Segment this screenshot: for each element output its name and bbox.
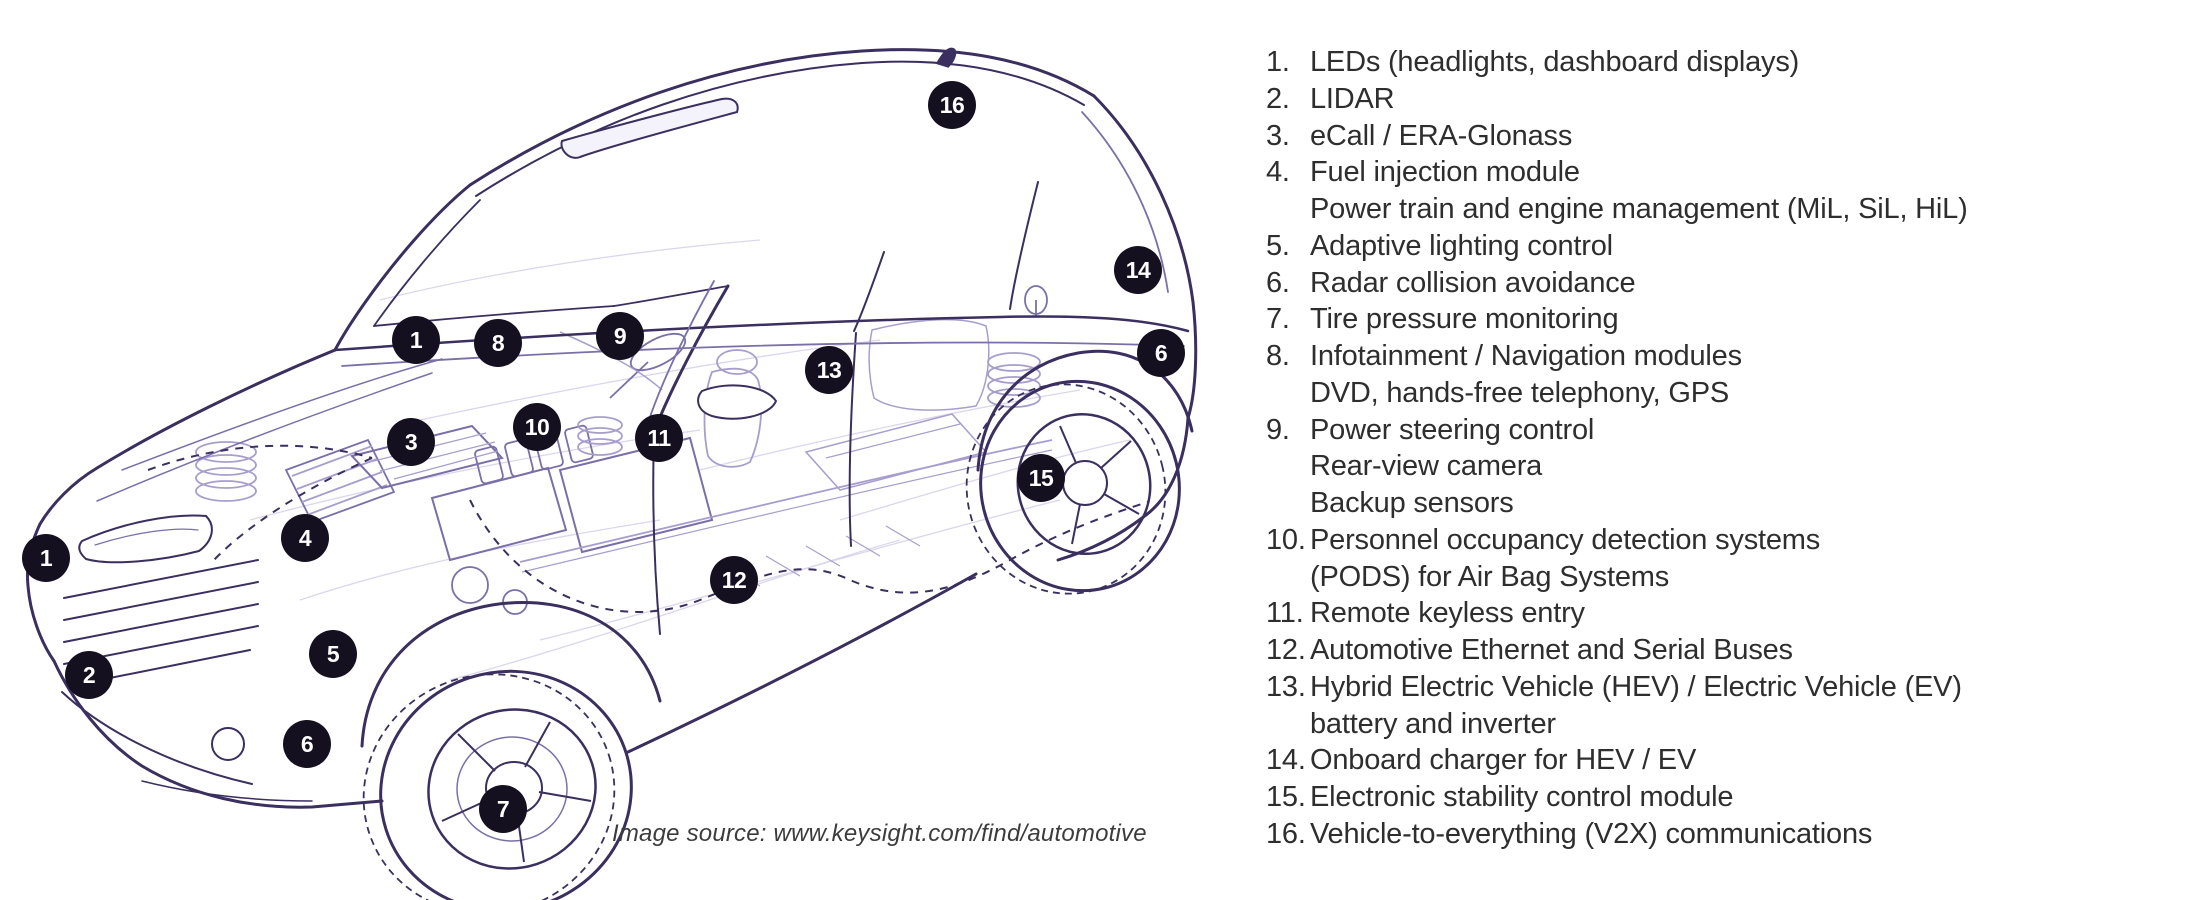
legend-item-line: eCall / ERA-Glonass xyxy=(1310,119,1573,152)
marker-6: 6 xyxy=(283,720,331,768)
legend-item-line: DVD, hands-free telephony, GPS xyxy=(1310,376,1730,409)
legend-item-text: Electronic stability control module xyxy=(1310,779,2126,816)
legend-item-text: Personnel occupancy detection systems (PO… xyxy=(1310,522,2126,596)
legend-item-number: 4. xyxy=(1266,156,1290,189)
legend-item-line: LIDAR xyxy=(1310,82,1395,115)
legend-item-line: Automotive Ethernet and Serial Buses xyxy=(1310,634,1793,666)
dashed-callout-lines xyxy=(147,444,1149,613)
legend-item-text: Radar collision avoidance xyxy=(1310,265,2126,302)
legend-item-number: 5. xyxy=(1266,229,1290,262)
legend-item-text: Vehicle-to-everything (V2X) communicatio… xyxy=(1310,816,2126,853)
car-mid-lines xyxy=(94,111,1185,546)
legend-item-line: (PODS) for Air Bag Systems xyxy=(1310,560,1669,593)
legend-item-14: 14.Onboard charger for HEV / EV xyxy=(1266,742,2126,779)
car-ghost-lines xyxy=(249,239,1131,681)
legend-item-6: 6. Radar collision avoidance xyxy=(1266,265,2126,302)
legend-item-text: Adaptive lighting control xyxy=(1310,228,2126,265)
legend-item-number: 16. xyxy=(1266,817,1306,850)
legend-item-text: LIDAR xyxy=(1310,81,2126,118)
legend-list: 1.LEDs (headlights, dashboard displays)2… xyxy=(1266,44,2126,853)
legend-item-line: Power train and engine management (MiL, … xyxy=(1310,193,1968,225)
legend-item-line: Fuel injection module xyxy=(1310,156,1580,189)
legend-item-text: LEDs (headlights, dashboard displays) xyxy=(1310,44,2126,81)
marker-3: 3 xyxy=(387,418,435,466)
legend-item-number: 12. xyxy=(1266,634,1306,666)
marker-2: 2 xyxy=(65,651,113,699)
marker-6: 6 xyxy=(1137,329,1185,377)
front-wheel xyxy=(362,669,633,900)
legend-item-10: 10.Personnel occupancy detection systems… xyxy=(1266,522,2126,596)
marker-12: 12 xyxy=(710,556,758,604)
legend-item-text: Automotive Ethernet and Serial Buses xyxy=(1310,632,2126,669)
legend-item-text: eCall / ERA-Glonass xyxy=(1310,118,2126,155)
legend-item-2: 2. LIDAR xyxy=(1266,81,2126,118)
legend-item-12: 12.Automotive Ethernet and Serial Buses xyxy=(1266,632,2126,669)
marker-5: 5 xyxy=(309,630,357,678)
legend-item-line: Onboard charger for HEV / EV xyxy=(1310,744,1697,777)
legend-item-number: 11. xyxy=(1266,597,1304,630)
legend-item-13: 13.Hybrid Electric Vehicle (HEV) / Elect… xyxy=(1266,669,2126,743)
legend-item-number: 3. xyxy=(1266,119,1290,152)
legend-item-number: 2. xyxy=(1266,82,1290,115)
legend-item-text: Onboard charger for HEV / EV xyxy=(1310,742,2126,779)
legend-item-line: Tire pressure monitoring xyxy=(1310,303,1619,336)
marker-15: 15 xyxy=(1017,454,1065,502)
legend-item-number: 7. xyxy=(1266,303,1290,336)
legend-item-line: Rear-view camera xyxy=(1310,450,1543,483)
legend-item-number: 15. xyxy=(1266,781,1306,813)
legend-item-line: Personnel occupancy detection systems xyxy=(1310,523,1821,556)
legend-item-line: Remote keyless entry xyxy=(1310,597,1585,630)
marker-11: 11 xyxy=(635,414,683,462)
marker-9: 9 xyxy=(596,312,644,360)
legend-item-number: 14. xyxy=(1266,744,1306,777)
car-detail-lines xyxy=(61,97,1039,802)
legend-item-line: Vehicle-to-everything (V2X) communicatio… xyxy=(1310,817,1873,850)
marker-14: 14 xyxy=(1114,246,1162,294)
legend-item-line: battery and inverter xyxy=(1310,707,1556,740)
marker-1: 1 xyxy=(392,316,440,364)
legend-item-text: Tire pressure monitoring xyxy=(1310,301,2126,338)
marker-4: 4 xyxy=(281,514,329,562)
legend-item-line: Power steering control xyxy=(1310,413,1595,446)
legend-item-3: 3. eCall / ERA-Glonass xyxy=(1266,118,2126,155)
legend-item-line: LEDs (headlights, dashboard displays) xyxy=(1310,46,1800,78)
car-body-outline xyxy=(26,47,1198,809)
marker-7: 7 xyxy=(479,785,527,833)
legend-item-16: 16.Vehicle-to-everything (V2X) communica… xyxy=(1266,816,2126,853)
legend-item-1: 1. LEDs (headlights, dashboard displays) xyxy=(1266,44,2126,81)
marker-16: 16 xyxy=(928,81,976,129)
legend-item-line: Hybrid Electric Vehicle (HEV) / Electric… xyxy=(1310,670,1962,703)
legend-item-line: Infotainment / Navigation modules xyxy=(1310,340,1742,372)
marker-10: 10 xyxy=(513,403,561,451)
image-source-caption: Image source: www.keysight.com/find/auto… xyxy=(612,820,1147,847)
legend-item-line: Adaptive lighting control xyxy=(1310,229,1613,262)
legend-item-number: 10. xyxy=(1266,523,1306,556)
legend-item-11: 11.Remote keyless entry xyxy=(1266,595,2126,632)
legend-item-number: 1. xyxy=(1266,46,1290,78)
marker-13: 13 xyxy=(805,346,853,394)
legend-item-number: 9. xyxy=(1266,413,1290,446)
legend-item-text: Hybrid Electric Vehicle (HEV) / Electric… xyxy=(1310,669,2126,743)
rear-wheel xyxy=(965,379,1181,595)
legend-item-number: 8. xyxy=(1266,340,1290,372)
marker-1: 1 xyxy=(22,534,70,582)
legend-item-line: Backup sensors xyxy=(1310,487,1514,519)
legend-item-number: 13. xyxy=(1266,670,1306,703)
marker-8: 8 xyxy=(474,319,522,367)
legend-item-number: 6. xyxy=(1266,266,1290,299)
legend-item-line: Electronic stability control module xyxy=(1310,781,1734,813)
legend-item-text: Remote keyless entry xyxy=(1310,595,2126,632)
legend-item-7: 7. Tire pressure monitoring xyxy=(1266,301,2126,338)
legend-item-5: 5. Adaptive lighting control xyxy=(1266,228,2126,265)
legend-item-15: 15.Electronic stability control module xyxy=(1266,779,2126,816)
legend-item-line: Radar collision avoidance xyxy=(1310,266,1636,299)
